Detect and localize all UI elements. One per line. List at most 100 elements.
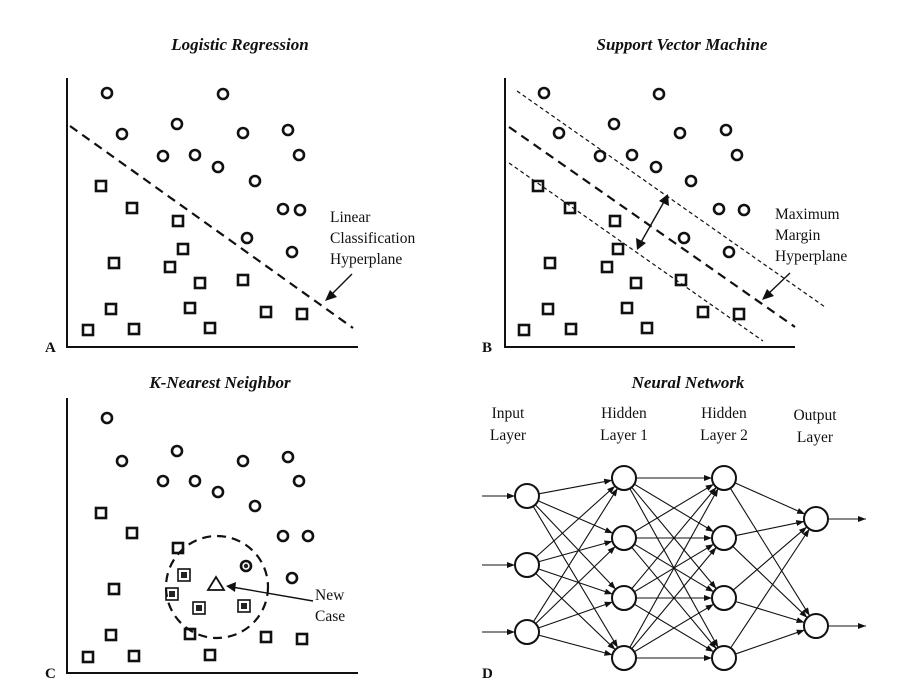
margin-arrowhead-upper xyxy=(659,194,669,206)
connection-arrow xyxy=(735,629,805,655)
input-node xyxy=(514,483,540,509)
connection-arrow xyxy=(535,545,616,625)
panel-logistic-regression: Linear Classification Hyperplane xyxy=(66,78,415,348)
connection-arrow xyxy=(631,486,717,590)
panel-letter-a: A xyxy=(45,340,56,356)
lower-margin-line xyxy=(508,162,764,342)
title-support-vector-machine: Support Vector Machine xyxy=(597,35,768,54)
panel-letter-d: D xyxy=(482,666,493,682)
connection-arrow xyxy=(730,528,810,649)
circle-marker xyxy=(236,454,250,468)
panel-support-vector-machine: Maximum Margin Hyperplane xyxy=(504,78,847,348)
square-marker xyxy=(125,201,139,215)
new-case-pointer-arrow xyxy=(231,586,314,602)
circle-marker xyxy=(276,529,290,543)
hidden2-node xyxy=(711,585,737,611)
square-marker xyxy=(125,526,139,540)
circle-marker xyxy=(188,474,202,488)
layer-label-hidden2-1: Hidden xyxy=(701,405,747,422)
connection-arrow xyxy=(735,520,805,537)
hidden1-node xyxy=(611,465,637,491)
square-marker xyxy=(94,179,108,193)
layer-labels: Input Layer Hidden Layer 1 Hidden Layer … xyxy=(490,405,837,446)
circle-marker xyxy=(649,160,663,174)
layer-label-output-1: Output xyxy=(793,407,837,424)
connection-arrow xyxy=(538,634,613,656)
square-marker xyxy=(94,506,108,520)
points-c xyxy=(81,411,315,664)
circle-marker xyxy=(188,148,202,162)
hidden2-node xyxy=(711,465,737,491)
square-marker xyxy=(104,302,118,316)
circle-marker xyxy=(730,148,744,162)
connection-arrow xyxy=(732,545,808,619)
classification-hyperplane-line xyxy=(69,125,354,329)
circle-marker xyxy=(285,571,299,585)
circle-marker xyxy=(100,411,114,425)
circle-marker xyxy=(281,123,295,137)
square-marker xyxy=(259,630,273,644)
circle-marker xyxy=(593,149,607,163)
square-marker xyxy=(696,305,710,319)
circle-marker xyxy=(115,127,129,141)
highlight-fill xyxy=(196,605,202,611)
circle-marker xyxy=(301,529,315,543)
connection-arrow xyxy=(629,488,719,648)
square-marker xyxy=(563,201,577,215)
axes-a xyxy=(66,78,358,348)
circle-marker xyxy=(248,174,262,188)
annotation-line-1: Maximum xyxy=(775,206,840,223)
circle-marker xyxy=(236,126,250,140)
margin-pointer-arrowhead xyxy=(762,289,774,300)
annotation-line-3: Hyperplane xyxy=(330,251,402,268)
circle-marker xyxy=(712,202,726,216)
points-a xyxy=(81,86,309,337)
circle-marker xyxy=(719,123,733,137)
square-marker xyxy=(236,273,250,287)
square-marker xyxy=(611,242,625,256)
annotation-line-1: New xyxy=(315,587,345,604)
square-marker xyxy=(732,307,746,321)
network-nodes xyxy=(514,465,829,671)
new-case-triangle xyxy=(206,575,226,591)
circle-marker xyxy=(115,454,129,468)
square-marker xyxy=(193,276,207,290)
square-marker xyxy=(107,582,121,596)
circle-marker xyxy=(673,126,687,140)
layer-label-input-1: Input xyxy=(492,405,525,422)
circle-marker xyxy=(170,117,184,131)
circle-marker xyxy=(285,245,299,259)
input-node xyxy=(514,619,540,645)
square-marker xyxy=(163,260,177,274)
square-marker xyxy=(107,256,121,270)
square-marker xyxy=(541,302,555,316)
circle-marker xyxy=(537,86,551,100)
square-marker xyxy=(620,301,634,315)
layer-label-hidden1-1: Hidden xyxy=(601,405,647,422)
circle-marker xyxy=(292,148,306,162)
output-node xyxy=(803,506,829,532)
highlight-fill xyxy=(181,572,187,578)
circle-marker xyxy=(737,203,751,217)
layer-label-hidden2-2: Layer 2 xyxy=(700,427,748,444)
square-marker xyxy=(564,322,578,336)
connection-arrow xyxy=(634,603,714,653)
square-marker xyxy=(295,307,309,321)
margin-width-arrow xyxy=(639,199,666,245)
upper-margin-line xyxy=(516,90,826,308)
square-marker xyxy=(171,214,185,228)
circle-marker xyxy=(552,126,566,140)
new-case-arrowhead xyxy=(226,582,236,592)
square-marker xyxy=(104,628,118,642)
circle-marker xyxy=(156,474,170,488)
connection-arrow xyxy=(534,504,617,590)
square-marker xyxy=(259,305,273,319)
connection-arrow xyxy=(538,478,613,495)
neighborhood-circle xyxy=(164,534,270,640)
title-k-nearest-neighbor: K-Nearest Neighbor xyxy=(148,373,291,392)
connection-arrow xyxy=(532,487,619,623)
annotation-line-3: Hyperplane xyxy=(775,248,847,265)
connection-arrow xyxy=(735,600,805,624)
connection-arrow xyxy=(532,506,619,648)
circle-marker xyxy=(211,485,225,499)
